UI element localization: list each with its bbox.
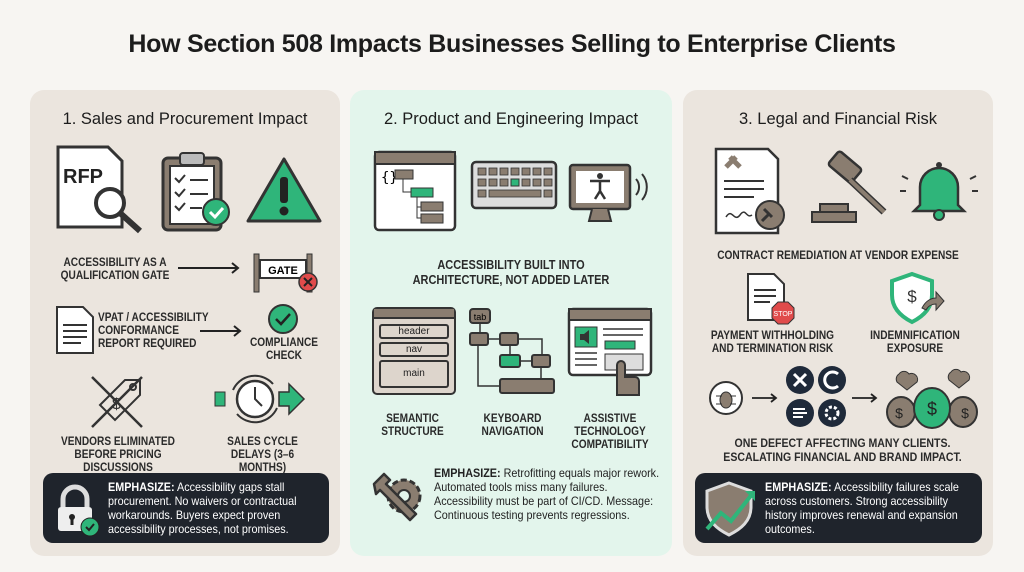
contract-remediation-text: Contract remediation at vendor expense (717, 250, 959, 262)
shield-dollar-icon: $ (890, 271, 945, 325)
alert-bell-icon (900, 162, 978, 221)
check-circle-icon (268, 304, 298, 334)
lock-check-icon (58, 484, 100, 537)
gate-text: Accessibility as a qualification gate (60, 257, 170, 282)
panel-heading: 3. Legal and Financial Risk (738, 110, 938, 128)
shield-growth-icon (705, 481, 755, 537)
code-window-icon: {} (373, 150, 457, 232)
crossed-price-tag-icon: $ (91, 376, 143, 428)
svg-text:$: $ (927, 399, 937, 419)
report-document-icon (56, 306, 94, 354)
svg-text:$: $ (907, 287, 917, 306)
compliance-check-text: Compliance check (249, 337, 319, 362)
arrow-icon (178, 262, 240, 274)
money-bags-icon: $ $ $ (886, 368, 978, 429)
svg-text:$: $ (895, 405, 903, 421)
client-logos-icon (786, 366, 846, 427)
emphasize-box: EMPHASIZE: Accessibility gaps stall proc… (43, 473, 329, 543)
vendors-eliminated-text: Vendors eliminated before pricing discus… (61, 436, 175, 474)
semantic-structure-icon: header nav main (372, 307, 456, 395)
page-title: How Section 508 Impacts Businesses Selli… (128, 30, 896, 58)
semantic-structure-text: Semantic structure (381, 413, 444, 438)
rfp-document-icon: RFP (56, 145, 143, 234)
svg-text:STOP: STOP (774, 311, 793, 318)
emphasize-text: EMPHASIZE: Retrofitting equals major rew… (434, 466, 660, 522)
clipboard-checklist-icon (161, 152, 230, 232)
keyboard-icon (470, 160, 558, 210)
keyboard-navigation-text: Keyboard navigation (481, 413, 544, 438)
keyboard-navigation-flow-icon: tab (469, 308, 555, 394)
arrow-icon (200, 325, 242, 337)
svg-text:{}: {} (381, 170, 398, 186)
assistive-technology-text: Assistive technology compatibility (571, 413, 649, 451)
sales-delays-text: Sales cycle delays (3–6 months) (227, 436, 298, 474)
svg-text:RFP: RFP (63, 166, 103, 188)
assistive-technology-icon (567, 307, 653, 396)
arrow-icon (852, 393, 878, 403)
defect-impact-text: One defect affecting many clients. Escal… (723, 436, 962, 464)
clock-delay-icon (214, 374, 306, 424)
arrow-icon (752, 393, 778, 403)
document-stop-icon: STOP (747, 273, 795, 325)
emphasize-text: EMPHASIZE: Accessibility failures scale … (765, 480, 959, 536)
defect-bug-icon (709, 381, 743, 415)
gavel-icon (811, 150, 887, 223)
panel-heading: 2. Product and Engineering Impact (383, 110, 639, 128)
emphasize-box: EMPHASIZE: Accessibility failures scale … (695, 473, 982, 543)
wrench-gear-icon (372, 472, 422, 522)
built-in-text: Accessibility built into architecture, n… (412, 258, 610, 287)
accessibility-monitor-icon (568, 163, 648, 222)
indemnification-text: Indemnification exposure (870, 330, 960, 355)
vpat-text: VPAT / Accessibility conformance report … (98, 312, 209, 350)
svg-text:$: $ (112, 396, 121, 413)
contract-gavel-icon (714, 147, 785, 235)
svg-text:tab: tab (474, 312, 487, 322)
payment-withholding-text: Payment withholding and termination risk (710, 330, 835, 355)
svg-text:GATE: GATE (268, 265, 298, 277)
panel-heading: 1. Sales and Procurement Impact (62, 110, 308, 128)
warning-icon (246, 157, 322, 223)
gate-icon: GATE (253, 253, 318, 293)
emphasize-text: EMPHASIZE: Accessibility gaps stall proc… (108, 480, 297, 536)
svg-text:$: $ (961, 405, 969, 421)
